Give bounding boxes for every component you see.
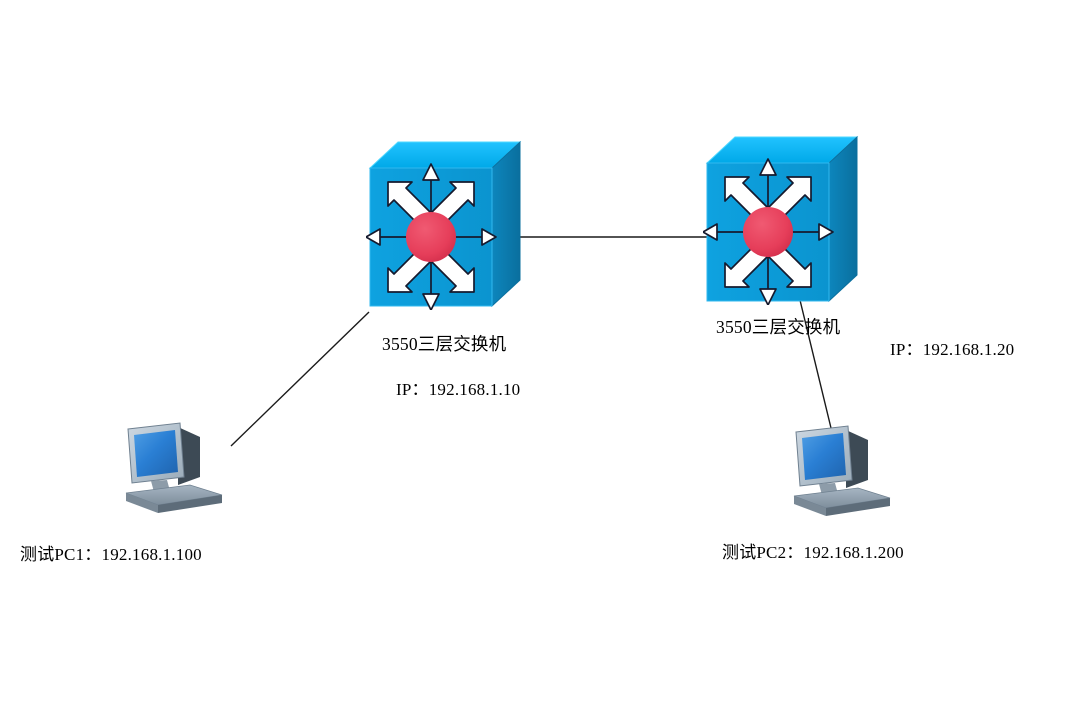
- pc-base-side: [158, 495, 222, 513]
- link-switch1-pc1: [230, 311, 370, 447]
- switch-hub-circle: [406, 212, 456, 262]
- pc-screen: [134, 430, 178, 477]
- pc-icon-pc2[interactable]: [786, 418, 904, 518]
- switch1-name-label: 3550三层交换机: [382, 334, 507, 354]
- switch2-ip-label: IP：192.168.1.20: [890, 340, 1015, 359]
- pc-base-front: [794, 496, 826, 516]
- switch-side-face: [828, 135, 858, 303]
- switch-hub-circle: [743, 207, 793, 257]
- pc1-label: 测试PC1：192.168.1.100: [20, 545, 202, 564]
- switch2-name-label: 3550三层交换机: [716, 317, 841, 337]
- pc-icon-pc1[interactable]: [118, 415, 236, 515]
- pc2-label: 测试PC2：192.168.1.200: [722, 543, 904, 562]
- pc-screen: [802, 433, 846, 480]
- link-switch2-pc2: [798, 295, 832, 429]
- switch-icon-switch1[interactable]: [366, 138, 524, 310]
- pc-base-side: [826, 498, 890, 516]
- switch-side-face: [491, 140, 521, 308]
- pc-base-front: [126, 493, 158, 513]
- switch-icon-switch2[interactable]: [703, 133, 861, 305]
- switch1-ip-label: IP：192.168.1.10: [396, 380, 521, 399]
